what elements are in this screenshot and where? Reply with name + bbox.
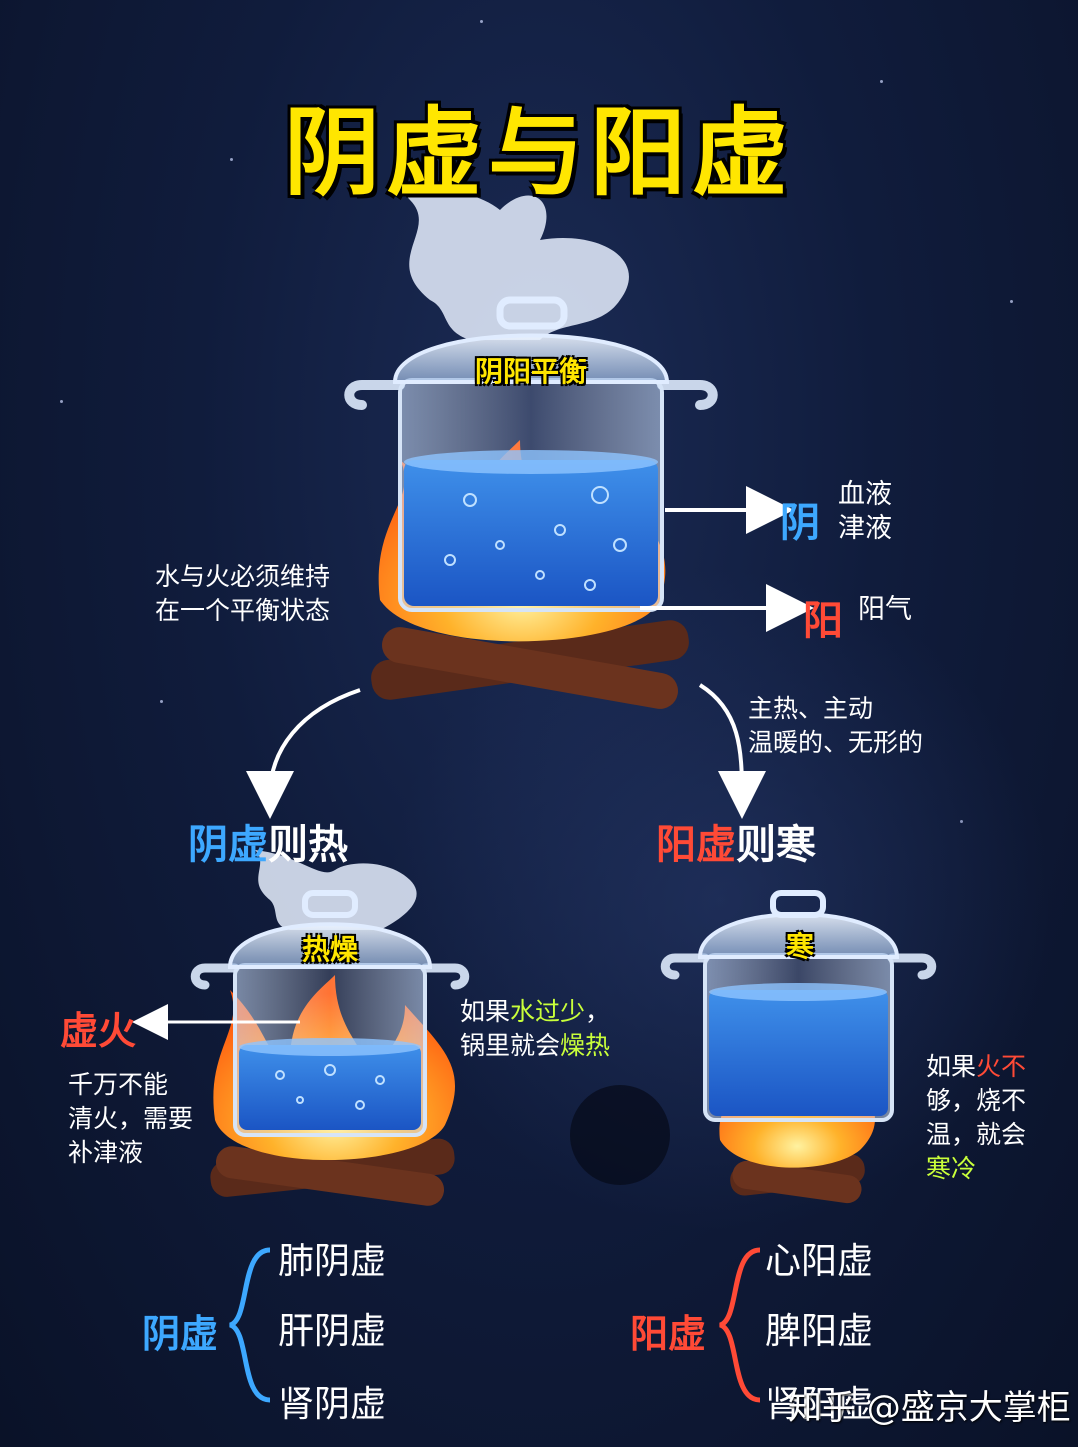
steam bbox=[406, 187, 629, 340]
pot-right bbox=[660, 890, 937, 1122]
yang-item-spleen: 脾阳虚 bbox=[765, 1311, 874, 1352]
brace-yin bbox=[228, 1247, 271, 1403]
xuhuo-label: 虚火 bbox=[60, 1009, 137, 1053]
yinyang-dot bbox=[570, 1085, 670, 1185]
fire-low-note: 如果火不 够，烧不 温，就会 寒冷 bbox=[926, 1050, 1026, 1186]
fire-low-note-4: 寒冷 bbox=[926, 1154, 977, 1183]
group-yin-label: 阴虚 bbox=[142, 1312, 219, 1356]
yin-item-lung: 肺阴虚 bbox=[278, 1241, 387, 1282]
yin-desc-1: 血液 bbox=[838, 479, 892, 510]
fire-low-note-3: 温，就会 bbox=[926, 1120, 1027, 1149]
yang-item-kidney: 肾阳虚 bbox=[765, 1384, 874, 1425]
yang-label: 阳 bbox=[803, 598, 843, 644]
badge-balance: 阴阳平衡 bbox=[474, 355, 587, 388]
arrow-right-branch bbox=[698, 683, 766, 819]
water-low-note-1: 如果水过少， bbox=[460, 995, 610, 1029]
yang-note: 主热、主动 温暖的、无形的 bbox=[748, 692, 923, 760]
badge-cold: 寒 bbox=[785, 930, 814, 963]
star bbox=[160, 700, 163, 703]
star bbox=[480, 20, 483, 23]
yang-note-2: 温暖的、无形的 bbox=[748, 728, 924, 757]
yang-item-heart: 心阳虚 bbox=[765, 1241, 874, 1282]
balance-note-1: 水与火必须维持 bbox=[155, 562, 331, 591]
yin-advice-1: 千万不能 bbox=[68, 1070, 169, 1099]
water-low-note: 如果水过少， 锅里就会燥热 bbox=[460, 995, 610, 1063]
star bbox=[880, 80, 883, 83]
watermark: 知乎 @盛京大掌柜 bbox=[788, 1388, 1071, 1428]
group-yang-label: 阳虚 bbox=[630, 1312, 707, 1356]
heading-yang-deficiency: 阳虚则寒 bbox=[656, 812, 816, 870]
heading-yang-a: 阳虚 bbox=[656, 822, 736, 868]
brace-yang bbox=[718, 1247, 761, 1403]
yin-desc-2: 津液 bbox=[838, 513, 892, 544]
heading-yin-b: 则热 bbox=[268, 822, 348, 868]
yin-advice-3: 补津液 bbox=[68, 1138, 144, 1167]
yin-desc: 血液 津液 bbox=[838, 478, 892, 546]
star bbox=[1010, 300, 1013, 303]
heading-yin-a: 阴虚 bbox=[188, 822, 268, 868]
note-text: 如果 bbox=[460, 997, 511, 1026]
note-highlight: 水过少 bbox=[510, 997, 586, 1026]
heading-yin-deficiency: 阴虚则热 bbox=[188, 812, 348, 870]
badge-dryheat: 热燥 bbox=[301, 933, 358, 966]
star bbox=[60, 400, 63, 403]
note-text: 锅里就会 bbox=[460, 1031, 561, 1060]
heading-yang-b: 则寒 bbox=[736, 822, 816, 868]
yin-item-liver: 肝阴虚 bbox=[278, 1311, 387, 1352]
yang-desc: 阳气 bbox=[858, 594, 912, 625]
balance-note: 水与火必须维持 在一个平衡状态 bbox=[155, 560, 330, 628]
note-text: 如果 bbox=[926, 1052, 977, 1081]
yin-item-kidney: 肾阴虚 bbox=[278, 1384, 387, 1425]
pot-left bbox=[190, 890, 470, 1137]
page-title: 阴虚与阳虚 bbox=[284, 97, 794, 209]
note-text: ， bbox=[585, 997, 611, 1026]
pot-top bbox=[344, 296, 718, 612]
arrow-left-branch bbox=[246, 688, 361, 819]
fire-low-note-1: 如果火不 bbox=[926, 1050, 1026, 1084]
note-highlight: 燥热 bbox=[560, 1031, 611, 1060]
note-highlight: 火不 bbox=[976, 1052, 1027, 1081]
fire-low-note-2: 够，烧不 bbox=[926, 1086, 1027, 1115]
yang-note-1: 主热、主动 bbox=[748, 694, 874, 723]
yin-advice: 千万不能 清火，需要 补津液 bbox=[68, 1068, 193, 1170]
yin-advice-2: 清火，需要 bbox=[68, 1104, 194, 1133]
balance-note-2: 在一个平衡状态 bbox=[155, 596, 331, 625]
yin-label: 阴 bbox=[780, 500, 820, 546]
star bbox=[230, 158, 233, 161]
water-low-note-2: 锅里就会燥热 bbox=[460, 1029, 610, 1063]
